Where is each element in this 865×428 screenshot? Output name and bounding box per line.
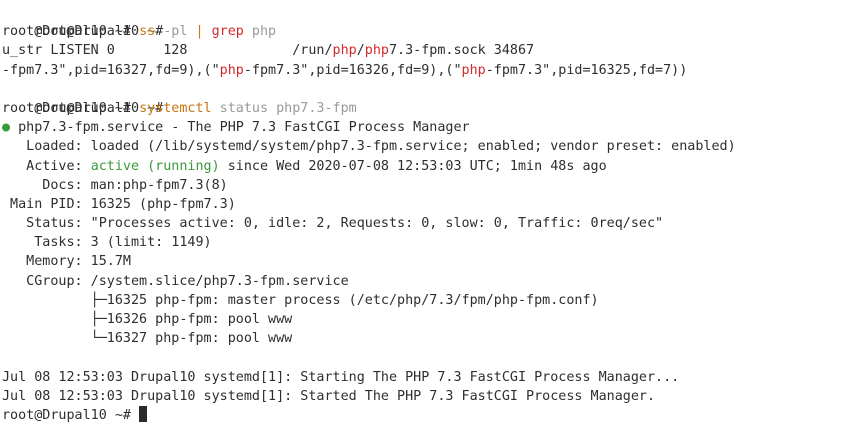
terminal-line: root@Drupal10 ~# ss -pl | grep php	[2, 22, 865, 41]
terminal-output-line: CGroup: /system.slice/php7.3-fpm.service	[2, 272, 865, 291]
status-dot-icon: ●	[2, 120, 11, 136]
output-text: php7.3-fpm.service - The PHP 7.3 FastCGI…	[10, 120, 470, 136]
shell-prompt: root@Drupal10 ~#	[2, 24, 140, 40]
terminal-output-line: Active: active (running) since Wed 2020-…	[2, 157, 865, 176]
match-highlight: php	[332, 43, 357, 59]
output-text: Jul 08 12:53:03 Drupal10 systemd[1]: Sta…	[2, 388, 656, 404]
command-args: php	[243, 24, 277, 40]
terminal-output-line: Tasks: 3 (limit: 1149)	[2, 233, 865, 252]
output-text: Docs: man:php-fpm7.3(8)	[2, 177, 228, 193]
shell-prompt: root@Drupal10 ~#	[2, 407, 140, 423]
terminal-output-line: ├─16325 php-fpm: master process (/etc/ph…	[2, 291, 865, 310]
output-text: Memory: 15.7M	[2, 254, 131, 270]
terminal-output-line: └─16327 php-fpm: pool www	[2, 329, 865, 348]
terminal-output-line: Loaded: loaded (/lib/systemd/system/php7…	[2, 137, 865, 156]
output-text: -fpm7.3",pid=16326,fd=9),("	[243, 62, 462, 78]
shell-prompt: root@Drupal10 ~#	[2, 100, 140, 116]
command-args: -pl	[155, 24, 196, 40]
terminal-blank-line	[2, 348, 865, 367]
output-text: CGroup: /system.slice/php7.3-fpm.service	[2, 273, 349, 289]
shell-prompt: root@Drupal10 ~#	[34, 100, 164, 116]
match-highlight: php	[461, 62, 486, 78]
terminal-line: root@Drupal10 ~#	[2, 3, 865, 39]
terminal-output-line: Jul 08 12:53:03 Drupal10 systemd[1]: Sta…	[2, 387, 865, 406]
command-name: grep	[211, 24, 244, 40]
output-text: Active:	[2, 158, 91, 174]
terminal-line: root@Drupal10 ~#	[2, 80, 865, 116]
output-text: Tasks: 3 (limit: 1149)	[2, 235, 212, 251]
command-name: systemctl	[139, 100, 212, 116]
match-highlight: php	[219, 62, 244, 78]
text-cursor[interactable]	[139, 405, 148, 422]
terminal-output-line: -fpm7.3",pid=16327,fd=9),("php-fpm7.3",p…	[2, 61, 865, 80]
terminal-output-line: Memory: 15.7M	[2, 252, 865, 271]
output-text: Jul 08 12:53:03 Drupal10 systemd[1]: Sta…	[2, 369, 680, 385]
command-name: ss	[139, 24, 156, 40]
terminal-output-line: Jul 08 12:53:03 Drupal10 systemd[1]: Sta…	[2, 368, 865, 387]
terminal-output-line: ├─16326 php-fpm: pool www	[2, 310, 865, 329]
terminal-output-line: ● php7.3-fpm.service - The PHP 7.3 FastC…	[2, 118, 865, 137]
command-args: status php7.3-fpm	[211, 100, 357, 116]
shell-prompt: root@Drupal10 ~#	[34, 24, 164, 40]
output-text: Main PID: 16325 (php-fpm7.3)	[2, 196, 236, 212]
pipe-operator: |	[195, 24, 212, 40]
terminal-line: root@Drupal10 ~# systemctl status php7.3…	[2, 99, 865, 118]
match-highlight: php	[364, 43, 389, 59]
active-status: active (running)	[90, 158, 220, 174]
terminal-output-line: u_str LISTEN 0 128 /run/php/php7.3-fpm.s…	[2, 41, 865, 60]
output-text: /	[356, 43, 365, 59]
output-text: u_str LISTEN 0 128 /run/	[2, 43, 333, 59]
output-text: -fpm7.3",pid=16327,fd=9),("	[2, 62, 220, 78]
output-text: 7.3-fpm.sock 34867	[388, 43, 535, 59]
terminal-output-line: Main PID: 16325 (php-fpm7.3)	[2, 195, 865, 214]
output-text: Loaded: loaded (/lib/systemd/system/php7…	[2, 139, 736, 155]
terminal-output-line: Status: "Processes active: 0, idle: 2, R…	[2, 214, 865, 233]
output-text: ├─16326 php-fpm: pool www	[2, 312, 293, 327]
output-text: since Wed 2020-07-08 12:53:03 UTC; 1min …	[219, 158, 607, 174]
output-text: -fpm7.3",pid=16325,fd=7))	[485, 62, 688, 78]
output-text: Status: "Processes active: 0, idle: 2, R…	[2, 216, 664, 232]
terminal-output-line: Docs: man:php-fpm7.3(8)	[2, 176, 865, 195]
output-text: └─16327 php-fpm: pool www	[2, 331, 293, 347]
output-text: ├─16325 php-fpm: master process (/etc/ph…	[2, 292, 599, 308]
terminal-input-line[interactable]: root@Drupal10 ~#	[2, 405, 865, 425]
